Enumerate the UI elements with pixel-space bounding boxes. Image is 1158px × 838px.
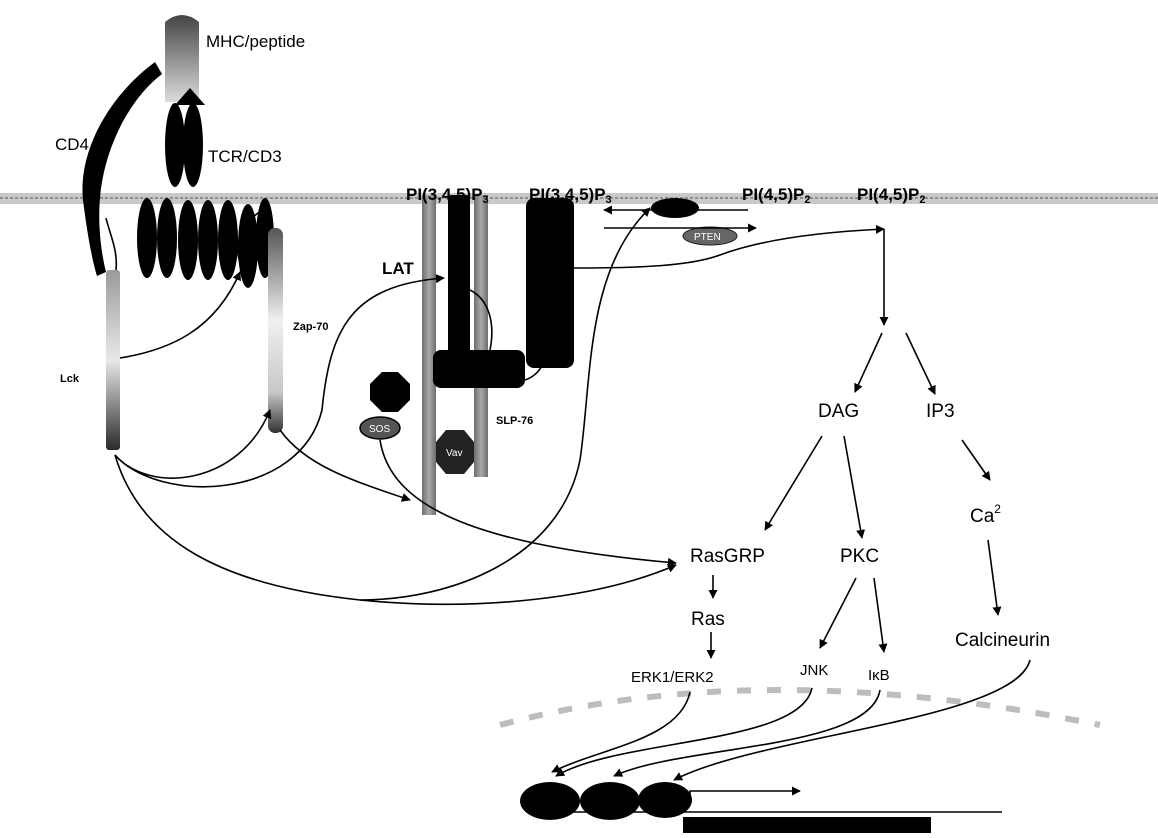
arrow-lck-to-zap70 [114, 409, 272, 479]
arrow-dag-to-pkc [843, 435, 866, 539]
arrow-jnk-to-nucleus [555, 687, 813, 777]
calcineurin-label: Calcineurin [955, 630, 1050, 651]
cd4-coreceptor [82, 62, 162, 276]
arrow-ca-to-calcineurin [987, 539, 1002, 616]
pip3-label-right: PI(3,4,5)P3 [529, 185, 612, 206]
pkc-label: PKC [840, 546, 879, 567]
gene-promoter [520, 782, 1002, 833]
arrow-ip3-to-ca [961, 439, 991, 481]
pten-protein [682, 226, 738, 246]
arrow-erk-to-nucleus [551, 691, 691, 773]
ca-label: Ca2 [970, 502, 1001, 527]
arrow-zap70-to-sos [279, 429, 411, 502]
lat-slp76-complex [422, 195, 574, 515]
sos-label: SOS [369, 424, 390, 435]
pi3k-protein [651, 198, 699, 218]
arrow-to-dag [854, 332, 883, 393]
arrow-ikb-to-nucleus [613, 689, 881, 777]
arrow-calcineurin-to-nucleus [673, 659, 1031, 781]
pten-label: PTEN [694, 232, 721, 243]
sos-protein [359, 416, 401, 440]
mhc-peptide [165, 15, 199, 102]
arrow-sos-to-ras [379, 439, 677, 567]
erk-label: ERK1/ERK2 [631, 669, 714, 686]
dag-label: DAG [818, 401, 859, 422]
zap70-label: Zap-70 [293, 321, 328, 333]
zap70-kinase [268, 228, 283, 433]
plasma-membrane [0, 193, 1158, 204]
arrow-ras-to-pi3k [359, 207, 651, 601]
arrow-slp76-to-plc [524, 339, 553, 381]
mhc-peptide-label: MHC/peptide [206, 32, 305, 51]
ip3-label: IP3 [926, 401, 955, 422]
slp76-label: SLP-76 [496, 415, 533, 427]
ras-label: Ras [691, 609, 725, 630]
lck-kinase [105, 217, 120, 450]
cd4-label: CD4 [55, 135, 89, 154]
ikb-label: IκB [868, 667, 890, 684]
lat-label: LAT [382, 259, 414, 278]
pip2-label-left: PI(4,5)P2 [742, 185, 810, 206]
grb2-octagon [370, 372, 410, 412]
pip3-label-left: PI(3,4,5)P3 [406, 185, 489, 206]
arrow-pkc-to-ikb [873, 577, 888, 653]
arrow-pkc-to-jnk [819, 577, 857, 649]
lck-label: Lck [60, 373, 80, 385]
nuclear-membrane [499, 687, 1101, 728]
arrow-plc-to-pip2 [573, 224, 885, 269]
arrow-to-ip3 [905, 332, 936, 395]
vav-protein [436, 430, 474, 474]
tcr-cd3-label: TCR/CD3 [208, 147, 282, 166]
tcr-cd3-complex [137, 88, 274, 288]
vav-label: Vav [446, 448, 463, 459]
pip2-label-right: PI(4,5)P2 [857, 185, 925, 206]
rasgrp-label: RasGRP [690, 546, 765, 567]
jnk-label: JNK [800, 662, 828, 679]
arrow-dag-to-rasgrp [764, 435, 823, 531]
arrow-lck-to-lat [114, 274, 445, 488]
arrow-lck-to-tcr [119, 271, 241, 359]
